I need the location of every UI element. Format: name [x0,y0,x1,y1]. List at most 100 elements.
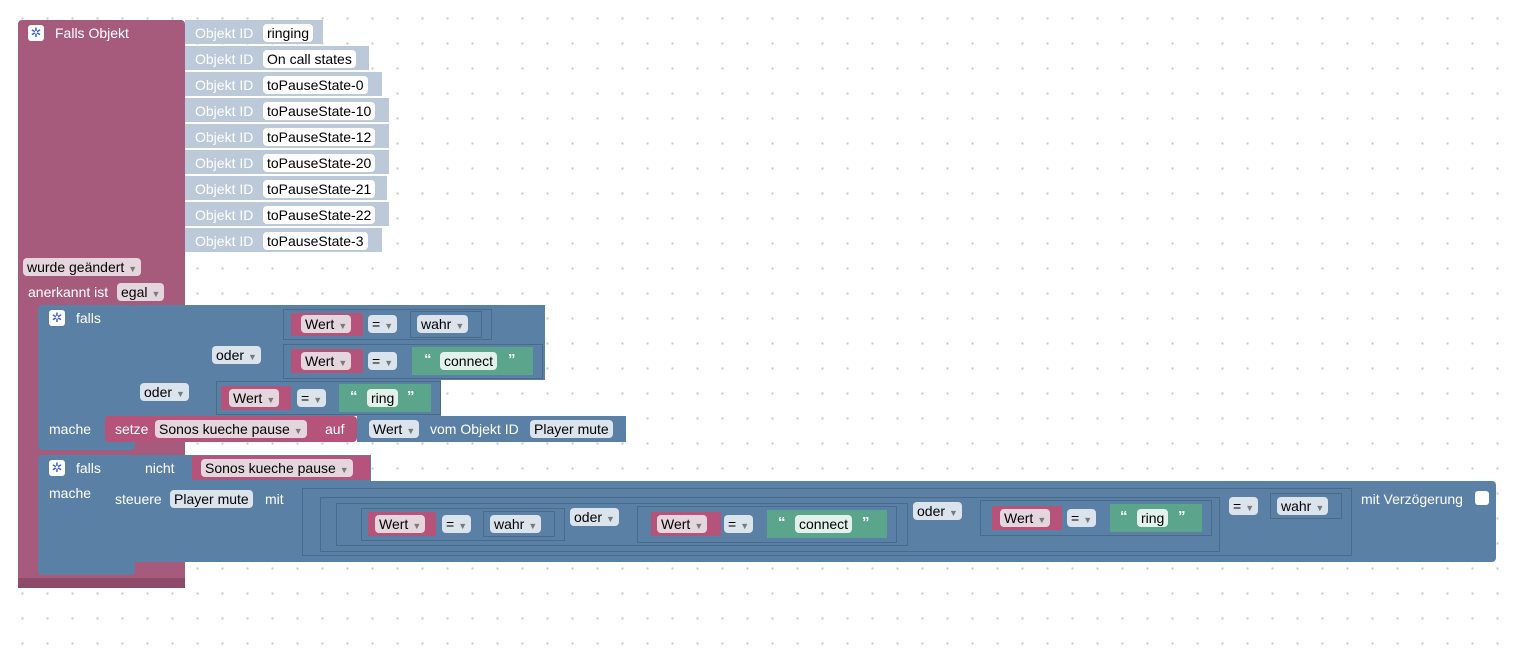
object-id-value[interactable]: toPauseState-22 [263,206,376,224]
string-value[interactable]: connect [440,352,498,370]
bool-dropdown[interactable]: wahr▼ [490,515,542,533]
dropdown-arrow-icon: ▼ [949,508,958,518]
object-id-value[interactable]: toPauseState-0 [263,76,368,94]
close-quote-icon: ” [407,388,415,405]
operator-label: = [446,516,455,532]
value-label: Wert [379,516,409,532]
delay-label: mit Verzögerung [1361,491,1463,507]
dropdown-arrow-icon: ▼ [384,358,394,368]
or-label: oder [144,384,173,400]
string-value[interactable]: connect [795,515,853,533]
object-id-value[interactable]: On call states [263,50,356,68]
not-label: nicht [145,460,175,476]
variable-dropdown[interactable]: Sonos kueche pause▼ [201,459,353,477]
value-label: Wert [1004,510,1034,526]
close-quote-icon: ” [1178,508,1186,525]
operator-dropdown[interactable]: =▼ [1229,497,1259,515]
object-label: Player mute [534,421,609,437]
from-object-label: vom Objekt ID [430,421,519,437]
dropdown-arrow-icon: ▼ [412,521,422,531]
if-label: falls [76,460,101,476]
object-id-label: Objekt ID [195,233,254,249]
dropdown-arrow-icon: ▼ [694,521,704,531]
value-label: Wert [305,316,335,332]
value-dropdown[interactable]: Wert▼ [301,315,352,333]
value-label: Wert [233,390,263,406]
value-label: Wert [661,516,691,532]
value-dropdown[interactable]: Wert▼ [301,352,352,370]
operator-dropdown[interactable]: =▼ [368,315,398,333]
dropdown-arrow-icon: ▼ [455,321,465,331]
dropdown-arrow-icon: ▼ [606,514,615,524]
dropdown-arrow-icon: ▼ [740,521,750,531]
object-id-value[interactable]: toPauseState-21 [263,180,376,198]
operator-dropdown[interactable]: =▼ [1067,509,1097,527]
operator-label: = [301,390,310,406]
ack-value: egal [121,284,148,300]
dropdown-arrow-icon: ▼ [248,352,257,362]
operator-dropdown[interactable]: =▼ [442,515,472,533]
operator-label: = [372,316,381,332]
or-dropdown[interactable]: oder▼ [570,508,619,526]
dropdown-arrow-icon: ▼ [406,426,416,436]
operator-dropdown[interactable]: =▼ [368,352,398,370]
object-id-label: Objekt ID [195,51,254,67]
object-id-label: Objekt ID [195,77,254,93]
dropdown-arrow-icon: ▼ [313,395,323,405]
gear-icon[interactable]: ✲ [28,25,44,41]
dropdown-arrow-icon: ▼ [176,389,185,399]
object-id-value[interactable]: toPauseState-20 [263,154,376,172]
string-value[interactable]: ring [1137,509,1169,527]
or-label: oder [574,509,603,525]
bool-dropdown[interactable]: wahr▼ [1277,497,1329,515]
object-id-value[interactable]: toPauseState-3 [263,232,368,250]
if-label: falls [76,310,101,326]
or-dropdown[interactable]: oder▼ [913,502,962,520]
set-label: setze [115,421,149,437]
gear-icon[interactable]: ✲ [49,310,65,326]
object-id-value[interactable]: Player mute [530,420,613,438]
ack-dropdown[interactable]: egal▼ [117,283,165,301]
value-dropdown[interactable]: Wert▼ [1000,509,1051,527]
dropdown-arrow-icon: ▼ [528,521,538,531]
dropdown-arrow-icon: ▼ [128,264,138,274]
changed-dropdown[interactable]: wurde geändert▼ [23,258,142,276]
object-id-value[interactable]: ringing [263,24,314,42]
value-dropdown[interactable]: Wert▼ [657,515,708,533]
value-dropdown[interactable]: Wert▼ [229,389,280,407]
operator-dropdown[interactable]: =▼ [724,515,754,533]
value-label: Wert [305,353,335,369]
do-label: mache [49,485,92,501]
bool-dropdown[interactable]: wahr▼ [417,315,469,333]
close-quote-icon: ” [508,351,516,368]
object-id-label: Objekt ID [195,207,254,223]
operator-label: = [1233,498,1242,514]
object-id-value[interactable]: toPauseState-10 [263,102,376,120]
changed-label: wurde geändert [27,259,125,275]
variable-label: Sonos kueche pause [205,460,336,476]
object-id-value[interactable]: toPauseState-12 [263,128,376,146]
trigger-block-footer [18,578,185,588]
open-quote-icon: “ [778,514,786,531]
object-id-label: Objekt ID [195,129,254,145]
dropdown-arrow-icon: ▼ [1245,503,1255,513]
value-dropdown[interactable]: Wert▼ [375,515,426,533]
gear-icon[interactable]: ✲ [49,460,65,476]
or-label: oder [917,503,946,519]
control-label: steuere [115,491,162,507]
dropdown-arrow-icon: ▼ [1037,515,1047,525]
operator-label: = [372,353,381,369]
open-quote-icon: “ [424,351,432,368]
to-label: auf [325,421,345,437]
operator-dropdown[interactable]: =▼ [297,389,327,407]
or-dropdown[interactable]: oder▼ [212,346,261,364]
variable-dropdown[interactable]: Sonos kueche pause▼ [155,420,307,438]
string-value[interactable]: ring [367,389,399,407]
dropdown-arrow-icon: ▼ [266,395,276,405]
delay-checkbox[interactable] [1475,491,1489,505]
attribute-dropdown[interactable]: Wert▼ [369,420,420,438]
dropdown-arrow-icon: ▼ [339,465,349,475]
object-id-value[interactable]: Player mute [170,490,253,508]
or-dropdown[interactable]: oder▼ [140,383,189,401]
object-label: Player mute [174,491,249,507]
